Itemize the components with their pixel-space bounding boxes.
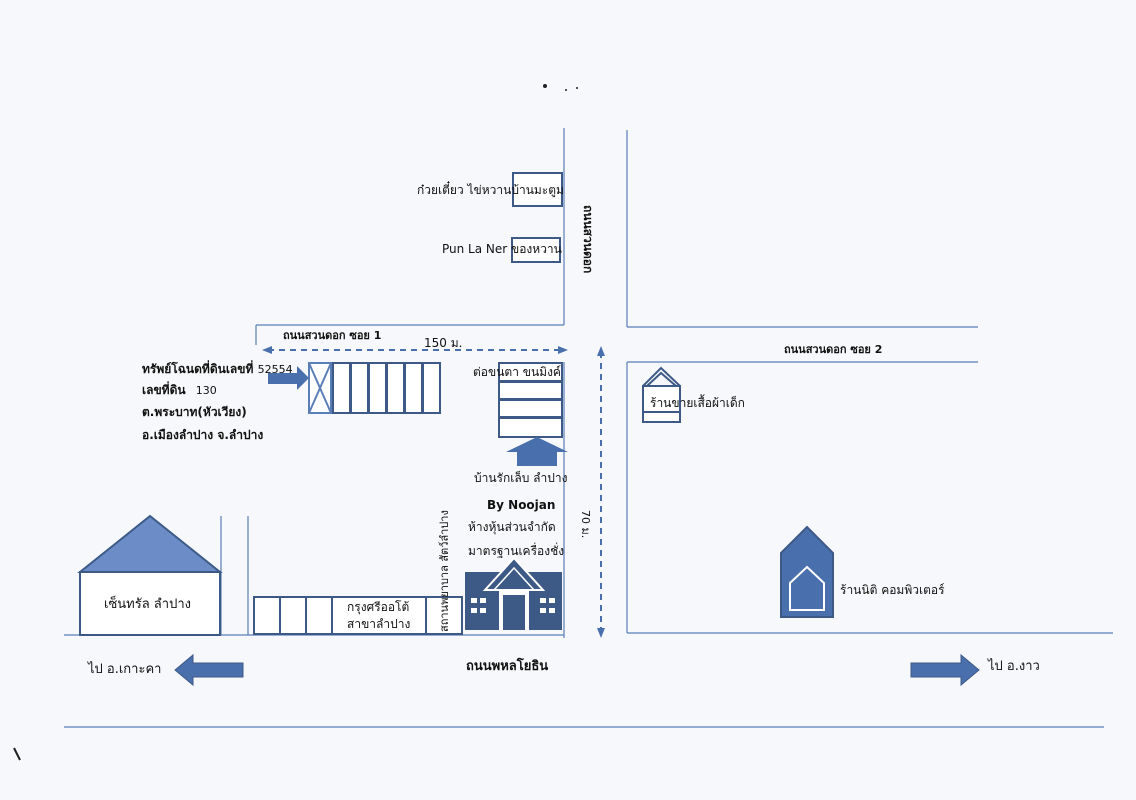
kids-shop-label: ร้านขายเสื้อผ้าเด็ก [650,396,745,410]
property-line4: อ.เมืองลำปาง จ.ลำปาง [142,428,264,442]
office-window-r4 [549,608,555,613]
road-suan-dok-label: ถนนสวนดอก [581,205,595,274]
niti-house [780,525,834,618]
property-line1-value: 52554 [257,363,293,376]
office-window-l2 [480,598,486,603]
partnership-label-2: มาตรฐานเครื่องชั่ง [468,544,565,558]
office-window-l3 [471,608,477,613]
direction-arrows [174,653,980,687]
vet-box [425,596,463,635]
row-house-1 [332,362,351,414]
property-line2: เลขที่ดิน 130 [142,383,217,398]
vet-label: สถานพยาบาล สัตว์ลำปาง [438,510,451,632]
distance-horizontal-label: 150 ม. [424,336,463,350]
central-label: เซ็นทรัล ลำปาง [104,597,191,612]
distance-markers [262,346,605,638]
kids-shop-box [642,385,681,423]
noodle-shop-box [512,172,563,207]
kids-shop-roof [642,366,681,387]
office-window-l4 [480,608,486,613]
pointer-shaft [268,373,298,384]
arrow-right-icon [910,653,980,687]
property-pointer-arrow-icon [268,366,309,390]
partnership-label-1: ห้างหุ้นส่วนจำกัด [468,520,556,534]
distance-horizontal-arrow-right [558,346,568,354]
row-house-6 [422,362,441,414]
krungsri-row-2 [279,596,307,635]
central-roof [77,514,223,573]
niti-label: ร้านนิติ คอมพิวเตอร์ [840,583,945,597]
road-soi1-label: ถนนสวนดอก ซอย 1 [283,329,382,342]
pointer-head [297,366,309,390]
distance-horizontal-arrow-left [262,346,272,354]
window-shop-label: ต่อขนตา ขนมิงค์ [473,365,561,379]
arrow-left-icon [174,653,244,687]
house-arrow-base [517,451,557,466]
office-window-l1 [471,598,477,603]
noodle-shop-label: ก๋วยเตี๋ยว ไข่หวานบ้านมะตูม [417,183,564,197]
central-box [79,571,221,636]
property-line2-label: เลขที่ดิน [142,383,186,397]
speck-4 [13,747,21,761]
property-line1: ทรัพย์โฉนดที่ดินเลขที่ 52554 [142,362,293,377]
office-building-icon [465,556,562,630]
row-house-5 [404,362,423,414]
buildings [77,172,834,636]
office-door-inner [503,595,525,630]
road-phahon-label: ถนนพหลโยธิน [466,659,549,674]
direction-right-label: ไป อ.งาว [988,659,1040,674]
distance-vertical-arrow-top [597,346,605,356]
row-house-2 [350,362,369,414]
property-line3: ต.พระบาท(หัวเวียง) [142,405,247,419]
punlaner-box [511,237,561,263]
punlaner-label: Pun La Ner ของหวาน [442,242,562,256]
road-soi2-label: ถนนสวนดอก ซอย 2 [784,343,883,356]
office-window-r2 [549,598,555,603]
krungsri-row-3 [305,596,333,635]
house-arrow-icon [506,437,568,466]
krungsri-label-1: กรุงศรีออโต้ [347,600,410,614]
distance-vertical-arrow-bottom [597,628,605,638]
kids-shop-roof-inner [646,371,677,387]
property-cross-2 [308,362,332,414]
row-house-3 [368,362,387,414]
krungsri-row-4 [331,596,427,635]
shop-stack-3 [498,399,563,418]
scan-marks [13,84,578,761]
house-arrow-top [506,437,568,452]
shop-stack-2 [498,381,563,400]
property-line1-label: ทรัพย์โฉนดที่ดินเลขที่ [142,362,254,376]
speck-1 [543,84,547,88]
speck-3 [576,87,578,89]
krungsri-label-2: สาขาลำปาง [347,617,411,631]
krungsri-row-1 [253,596,281,635]
row-house-4 [386,362,405,414]
by-noojan-label: By Noojan [487,498,556,512]
property-line2-value: 130 [195,384,217,397]
office-gable-inner [492,566,536,591]
office-window-r1 [540,598,546,603]
baan-rak-lep-label: บ้านรักเล็บ ลำปาง [474,471,568,485]
shop-stack-4 [498,417,563,438]
niti-house-inner [789,565,825,611]
speck-2 [565,89,567,91]
office-window-r3 [540,608,546,613]
direction-left-label: ไป อ.เกาะคา [88,662,162,677]
distance-vertical-label: 70 ม. [579,510,592,539]
